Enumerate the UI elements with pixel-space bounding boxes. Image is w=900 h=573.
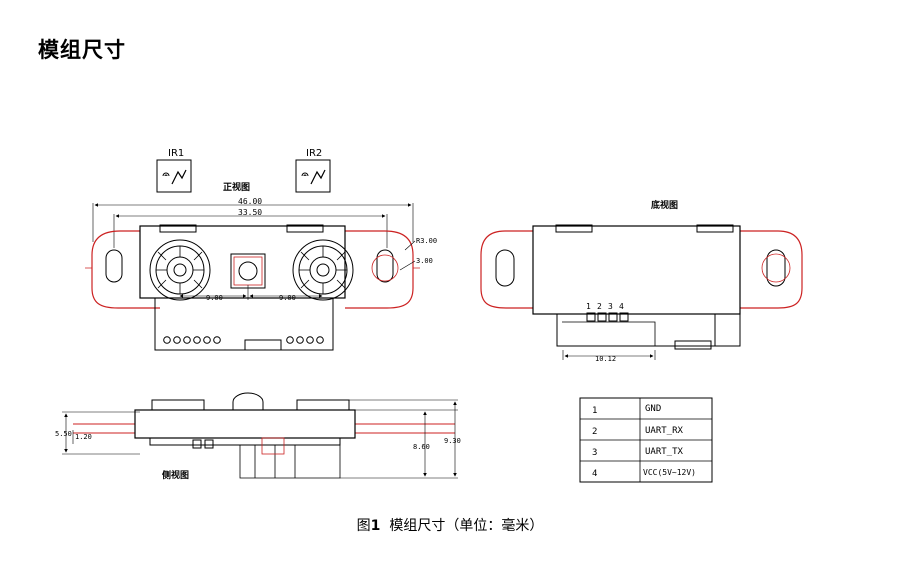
dim-connector-width: 10.12 bbox=[595, 355, 616, 363]
ir1-icon: IR1 bbox=[156, 148, 192, 193]
bottom-view: 1 2 3 4 10.12 bbox=[480, 224, 803, 363]
dim-side-5-50: 5.50 bbox=[55, 430, 72, 438]
ir2-icon: IR2 bbox=[295, 148, 331, 193]
front-view: 46.00 33.50 R3.00 3.00 bbox=[85, 197, 437, 351]
table-row-signal: VCC(5V~12V) bbox=[643, 468, 696, 477]
pin-number-2: 2 bbox=[597, 302, 602, 311]
dim-side-9-30: 9.30 bbox=[444, 437, 461, 445]
figure-caption: 图1 模组尺寸（单位：毫米） bbox=[0, 515, 900, 535]
dim-radius-inner: 3.00 bbox=[416, 257, 433, 265]
caption-text: 模组尺寸（单位：毫米） bbox=[389, 518, 544, 534]
side-view: 5.50 1.20 8.60 9.30 bbox=[55, 392, 461, 479]
dim-side-8-60: 8.60 bbox=[413, 443, 430, 451]
table-row-signal: GND bbox=[645, 404, 661, 414]
ir1-label: IR1 bbox=[168, 148, 184, 159]
dim-side-1-20: 1.20 bbox=[75, 433, 92, 441]
page-title: 模组尺寸 bbox=[38, 38, 126, 62]
dim-overall-width: 46.00 bbox=[238, 197, 262, 206]
pin-number-1: 1 bbox=[586, 302, 591, 311]
table-row-pin: 3 bbox=[592, 448, 597, 458]
table-row-signal: UART_RX bbox=[645, 426, 684, 436]
caption-prefix: 图 bbox=[356, 518, 371, 534]
bottom-view-label: 底视图 bbox=[651, 199, 678, 211]
caption-number: 1 bbox=[370, 518, 381, 534]
table-row-pin: 2 bbox=[592, 427, 597, 437]
dim-radius-outer: R3.00 bbox=[416, 237, 437, 245]
pin-number-4: 4 bbox=[619, 302, 624, 311]
pin-number-3: 3 bbox=[608, 302, 613, 311]
ir2-label: IR2 bbox=[306, 148, 322, 159]
front-view-label: 正视图 bbox=[223, 181, 250, 193]
dim-hole-spacing: 33.50 bbox=[238, 208, 262, 217]
table-row-pin: 4 bbox=[592, 469, 597, 479]
side-view-label: 侧视图 bbox=[162, 469, 189, 481]
pin-table: 1 GND 2 UART_RX 3 UART_TX 4 VCC(5V~12V) bbox=[579, 397, 713, 483]
table-row-signal: UART_TX bbox=[645, 447, 684, 457]
table-row-pin: 1 bbox=[592, 406, 597, 416]
